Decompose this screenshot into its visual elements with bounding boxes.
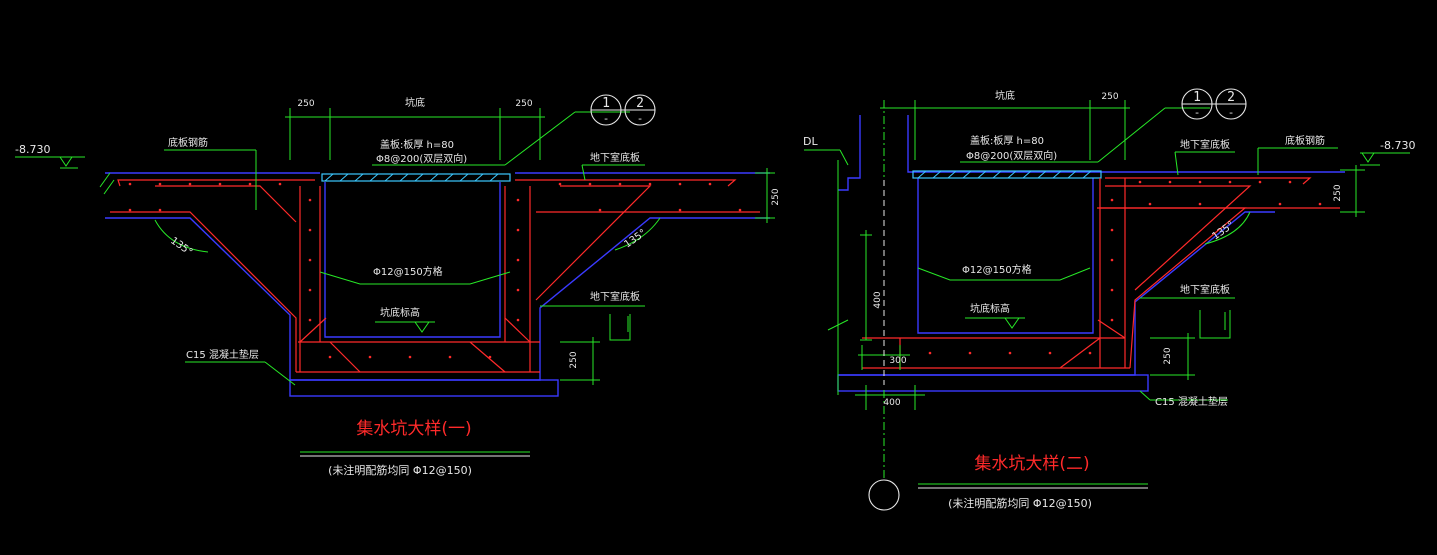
d2-cover-plate [912, 170, 1102, 179]
d1-note: (未注明配筋均同 Φ12@150) [328, 463, 472, 477]
d2-elevation: -8.730 [1380, 139, 1415, 152]
d1-dim-slab: 250 [771, 188, 781, 205]
d2-label-bottom-rebar: 底板钢筋 [1285, 134, 1325, 147]
d2-title: 集水坑大样(二) [974, 454, 1089, 474]
d2-dimension-lines [804, 100, 1410, 478]
d2-section-callouts [868, 88, 1247, 511]
d1-callout-2-sub: - [637, 112, 644, 125]
d2-note: (未注明配筋均同 Φ12@150) [948, 496, 1092, 510]
d1-section-callouts [590, 94, 656, 126]
d2-label-slab-top: 地下室底板 [1180, 138, 1230, 151]
d1-callout-2: 2 [636, 96, 644, 111]
d2-label-cover: 盖板:板厚 h=80 [970, 134, 1044, 147]
d1-label-bottom-rebar: 底板钢筋 [168, 136, 208, 149]
d1-label-mesh: Φ12@150方格 [373, 265, 443, 278]
d1-elevation: -8.730 [15, 143, 50, 156]
d2-dim-middle: 坑底 [995, 89, 1015, 102]
d1-rebar-dots [128, 182, 742, 359]
d2-callout-1-sub: - [1194, 106, 1201, 119]
d1-concrete-outline [105, 172, 770, 397]
d1-dim-left: 250 [297, 99, 314, 109]
d2-label-c15: C15 混凝土垫层 [1155, 395, 1228, 408]
d1-cover-plate [321, 173, 511, 182]
d2-dim-300: 300 [889, 356, 906, 366]
d1-label-angle-left: 135° [168, 235, 194, 258]
d1-callout-1: 1 [602, 96, 610, 111]
d1-label-pit-bottom: 坑底标高 [380, 306, 420, 319]
d2-dim-wall: 400 [873, 291, 883, 308]
d1-dim-middle: 坑底 [405, 96, 425, 109]
d1-label-cover: 盖板:板厚 h=80 [380, 138, 454, 151]
d2-dl-label: DL [803, 135, 818, 148]
d2-concrete-outline [837, 115, 1345, 392]
d1-label-c15: C15 混凝土垫层 [186, 348, 259, 361]
d2-dim-400: 400 [883, 398, 900, 408]
d1-callout-1-sub: - [603, 112, 610, 125]
d1-label-cover-rebar: Φ8@200(双层双向) [376, 152, 467, 165]
d2-rebar [862, 177, 1340, 369]
d2-label-slab-mid: 地下室底板 [1180, 283, 1230, 296]
d2-label-pit-bottom: 坑底标高 [970, 302, 1010, 315]
d1-rebar [110, 179, 760, 373]
d2-dim-right: 250 [1101, 92, 1118, 102]
d1-title: 集水坑大样(一) [356, 419, 471, 439]
d1-dim-right: 250 [515, 99, 532, 109]
d2-label-mesh: Φ12@150方格 [962, 263, 1032, 276]
d2-label-cover-rebar: Φ8@200(双层双向) [966, 149, 1057, 162]
d2-dim-bottom: 250 [1163, 347, 1173, 364]
d2-callout-2-sub: - [1228, 106, 1235, 119]
detail-2: 1 - 2 - 坑底 250 250 250 400 300 400 -8.73… [803, 88, 1415, 511]
d1-dim-bottom: 250 [569, 351, 579, 368]
d2-rebar-dots [928, 180, 1322, 355]
d1-label-slab-top: 地下室底板 [590, 151, 640, 164]
d2-dim-slab: 250 [1333, 184, 1343, 201]
d1-label-angle-right: 135° [622, 228, 648, 251]
d2-callout-1: 1 [1193, 90, 1201, 105]
detail-1: 1 - 2 - 250 坑底 250 250 250 -8.730 底板钢筋 盖… [15, 94, 781, 477]
d2-callout-2: 2 [1227, 90, 1235, 105]
d2-axis-bubble [868, 479, 900, 511]
d1-label-slab-mid: 地下室底板 [590, 290, 640, 303]
